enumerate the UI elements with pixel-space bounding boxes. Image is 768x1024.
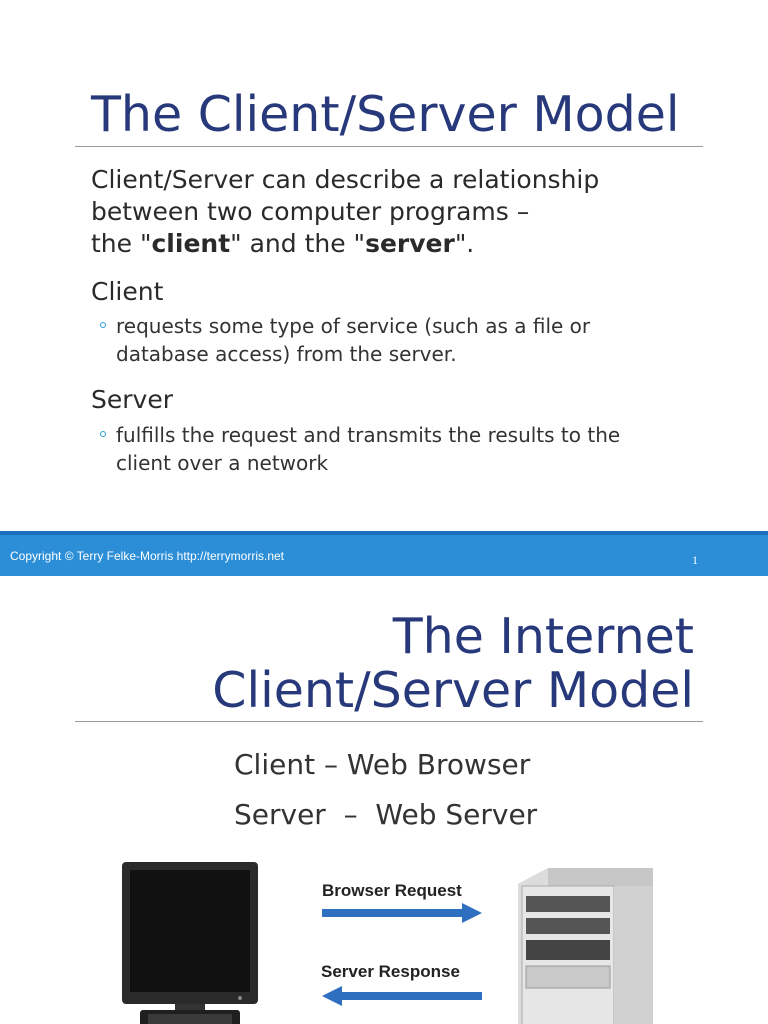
slide-2-title: The Internet Client/Server Model	[212, 610, 694, 718]
slide-1-title: The Client/Server Model	[91, 86, 680, 143]
intro-line-3: the "client" and the "server".	[91, 228, 651, 260]
slide-2-title-line-1: The Internet	[392, 608, 694, 665]
client-bullet-text: requests some type of service (such as a…	[116, 314, 591, 366]
intro-prefix: the "	[91, 229, 152, 258]
server-webserver-line: Server – Web Server	[234, 798, 538, 831]
client-term: client	[151, 229, 231, 258]
bullet-circle-icon	[100, 431, 106, 437]
footer-bar: Copyright © Terry Felke-Morris http://te…	[0, 531, 768, 576]
right-arrow-icon	[322, 903, 482, 923]
slide-2: The Internet Client/Server Model Client …	[0, 576, 768, 1024]
intro-line-1: Client/Server can describe a relationshi…	[91, 165, 600, 194]
computer-monitor-icon	[122, 862, 258, 1024]
bullet-circle-icon	[100, 322, 106, 328]
server-bullet-text: fulfills the request and transmits the r…	[116, 423, 621, 475]
intro-paragraph: Client/Server can describe a relationshi…	[91, 164, 651, 260]
client-heading: Client	[91, 277, 164, 306]
footer-copyright: Copyright © Terry Felke-Morris http://te…	[10, 549, 285, 563]
browser-request-label: Browser Request	[322, 881, 462, 900]
title-divider	[75, 146, 703, 147]
server-tower-icon	[518, 868, 653, 1024]
intro-suffix: ".	[454, 229, 475, 258]
intro-mid: " and the "	[230, 229, 366, 258]
server-term: server	[365, 229, 455, 258]
intro-line-2: between two computer programs –	[91, 197, 530, 226]
server-response-label: Server Response	[321, 962, 460, 981]
slide-2-title-line-2: Client/Server Model	[212, 662, 694, 719]
client-browser-line: Client – Web Browser	[234, 748, 531, 781]
server-heading: Server	[91, 385, 173, 414]
left-arrow-icon	[322, 986, 482, 1006]
title-divider	[75, 721, 703, 722]
page-number: 1	[692, 553, 698, 567]
slide-1: The Client/Server Model Client/Server ca…	[0, 86, 768, 576]
